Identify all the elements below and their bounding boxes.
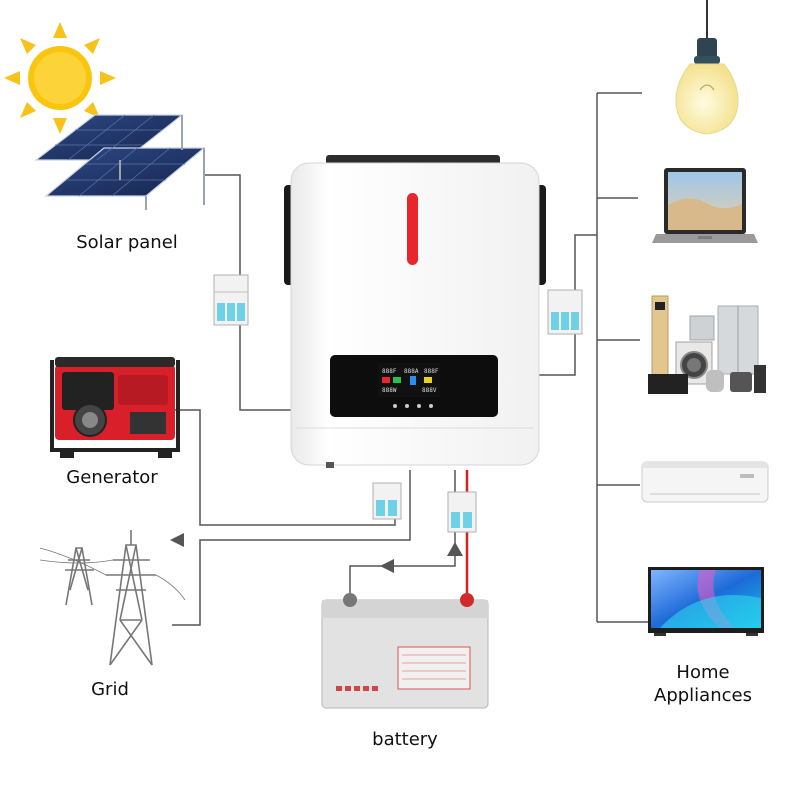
laptop-icon [652,168,758,243]
arrow-left-grid [170,533,184,547]
arrow-left-battery [380,559,394,573]
solar-panel-icon [34,114,206,210]
light-bulb-icon [675,0,739,135]
grid-wire [172,470,411,626]
svg-text:888W: 888W [382,387,397,394]
television-icon [648,567,764,636]
battery-label: battery [372,729,438,750]
battery-icon [321,593,489,709]
generator-icon [50,357,180,458]
svg-text:888F: 888F [382,368,397,375]
kitchen-appliances-icon [648,295,766,394]
home-appliances-label-line2: Appliances [654,685,752,706]
battery-negative-wire [349,470,456,600]
svg-text:888V: 888V [422,387,437,394]
solar-panel-label: Solar panel [76,232,178,253]
grid-label: Grid [91,679,129,700]
inverter-icon: 888F 888A 888F 888W 888V [284,155,546,468]
breaker-icon [213,274,249,326]
breaker-icon [547,289,583,335]
breaker-icon [372,482,402,520]
air-conditioner-icon [641,461,769,503]
svg-text:888F: 888F [424,368,439,375]
sun-icon [4,22,116,134]
home-appliances-label-line1: Home [676,662,729,683]
svg-text:888A: 888A [404,368,419,375]
arrow-up-battery [447,542,463,556]
generator-label: Generator [66,467,158,488]
breaker-icon [447,491,477,533]
transmission-tower-icon [39,530,186,666]
